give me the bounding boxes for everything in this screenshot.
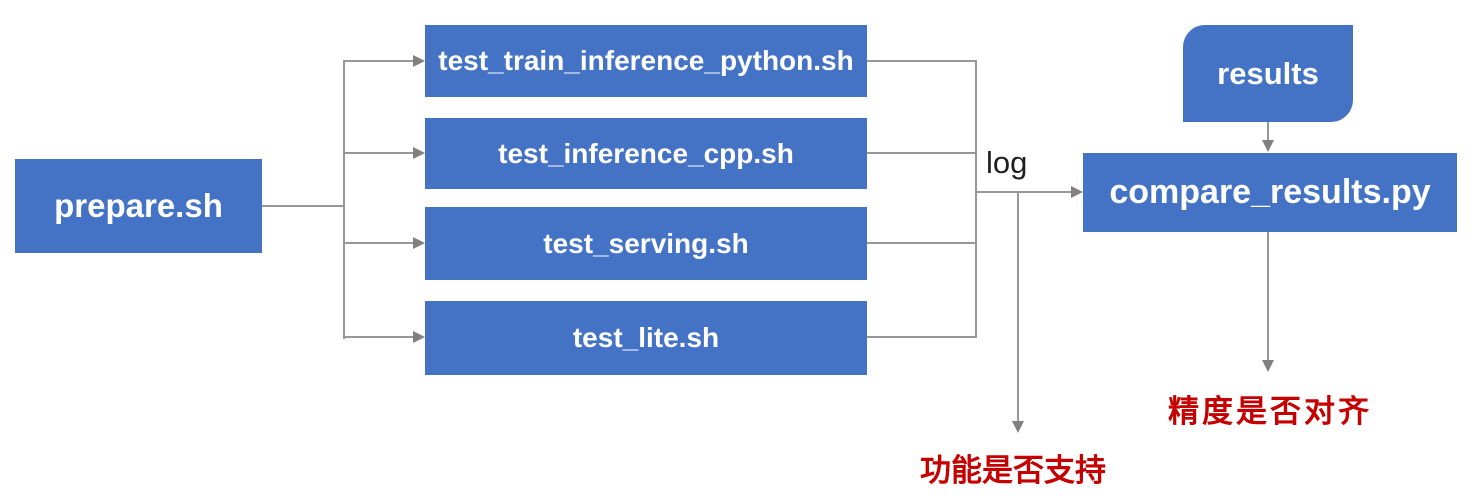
connector-test-serving-to-trunk bbox=[867, 242, 977, 244]
node-results-label: results bbox=[1217, 55, 1319, 91]
arrowhead-right-icon bbox=[1071, 186, 1083, 198]
annotation-accuracy-aligned: 精度是否对齐 bbox=[1168, 394, 1372, 429]
arrowhead-down-icon bbox=[1262, 140, 1274, 152]
node-test-train-inference-python-sh: test_train_inference_python.sh bbox=[425, 25, 867, 97]
node-compare-results-py-label: compare_results.py bbox=[1109, 173, 1431, 211]
node-test-serving-sh: test_serving.sh bbox=[425, 207, 867, 280]
connector-log-to-compare bbox=[975, 191, 1071, 193]
node-test-lite-sh-label: test_lite.sh bbox=[572, 322, 720, 353]
connector-left-trunk-vertical bbox=[343, 60, 345, 339]
connector-compare-to-accuracy bbox=[1267, 232, 1269, 360]
node-test-inference-cpp-sh-label: test_inference_cpp.sh bbox=[498, 137, 794, 169]
connector-trunk-to-test-inference-cpp bbox=[343, 152, 413, 154]
arrowhead-right-icon bbox=[413, 331, 425, 343]
node-test-inference-cpp-sh: test_inference_cpp.sh bbox=[425, 118, 867, 189]
connector-right-trunk-vertical bbox=[975, 60, 977, 338]
connector-results-to-compare bbox=[1267, 122, 1269, 141]
annotation-function-supported: 功能是否支持 bbox=[920, 453, 1106, 488]
arrowhead-right-icon bbox=[413, 147, 425, 159]
connector-prepare-to-trunk bbox=[262, 205, 344, 207]
connector-test-lite-to-trunk bbox=[867, 336, 977, 338]
node-test-lite-sh: test_lite.sh bbox=[425, 301, 867, 375]
node-results: results bbox=[1183, 25, 1353, 122]
connector-trunk-to-test-serving bbox=[343, 242, 413, 244]
connector-log-down-to-function bbox=[1017, 192, 1019, 421]
arrowhead-right-icon bbox=[413, 55, 425, 67]
node-test-serving-sh-label: test_serving.sh bbox=[543, 227, 749, 259]
arrowhead-right-icon bbox=[413, 237, 425, 249]
edge-label-log: log bbox=[986, 145, 1028, 180]
node-test-train-inference-python-sh-label: test_train_inference_python.sh bbox=[438, 45, 854, 76]
connector-test-train-to-trunk bbox=[867, 60, 977, 62]
node-prepare-sh: prepare.sh bbox=[15, 159, 262, 253]
node-compare-results-py: compare_results.py bbox=[1083, 153, 1457, 232]
arrowhead-down-icon bbox=[1012, 421, 1024, 433]
node-prepare-sh-label: prepare.sh bbox=[54, 187, 223, 224]
connector-trunk-to-test-lite bbox=[343, 336, 413, 338]
connector-test-inference-cpp-to-trunk bbox=[867, 152, 977, 154]
connector-trunk-to-test-train bbox=[343, 60, 413, 62]
arrowhead-down-icon bbox=[1262, 360, 1274, 372]
